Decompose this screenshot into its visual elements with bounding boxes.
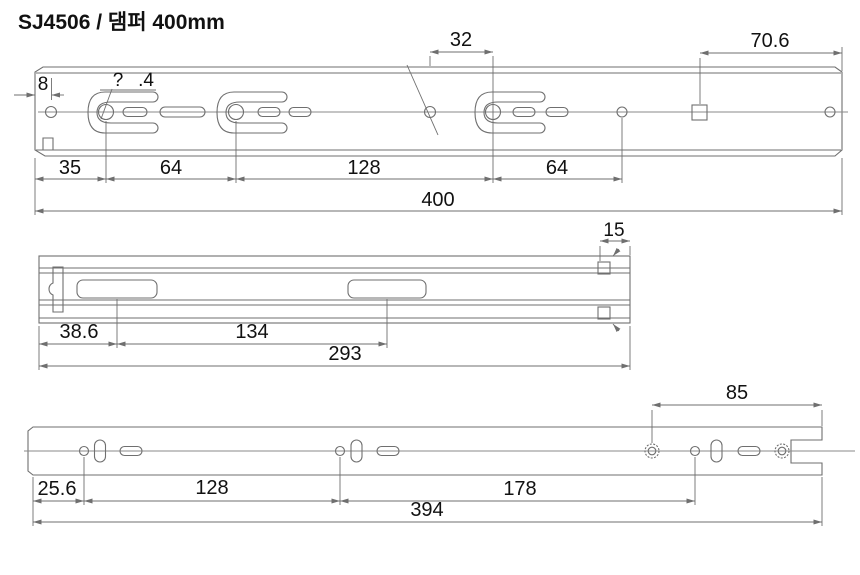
dim-label-178: 178 [503,478,536,500]
hole-small-left [44,105,58,119]
dim-label-32: 32 [450,29,472,51]
dim-label-25-6: 25.6 [38,478,77,500]
u-slot-1 [87,91,159,134]
slot-2 [347,279,427,299]
dim-label-134: 134 [235,321,268,343]
slot-1 [76,279,158,299]
inner-rail-dimensions: 85 25.6 128 178 394 [32,382,823,526]
rivet-1 [644,443,660,459]
dim-label-128b: 128 [195,477,228,499]
bend-mark-top [612,247,621,257]
hole-callout-d: .4 [138,70,154,91]
hole-3 [689,445,701,457]
rivet-2 [774,443,790,459]
dim-label-400: 400 [421,189,454,211]
drawing-title: SJ4506 / 댐퍼 400mm [18,11,225,34]
bend-mark-bottom [612,323,621,333]
dim-label-35: 35 [59,157,81,179]
hole-2 [334,445,346,457]
inner-rail-geometry [24,426,855,476]
leader-slash [406,64,439,136]
dim-label-128: 128 [347,157,380,179]
outer-rail-geometry [34,64,848,157]
square-hole [691,104,708,121]
mount-tab [42,137,54,150]
dim-label-85: 85 [726,382,748,404]
dim-label-293: 293 [328,343,361,365]
dim-label-64a: 64 [160,157,182,179]
square-hole-bottom [597,306,611,320]
middle-rail-geometry [38,247,631,333]
dim-label-8: 8 [38,74,49,95]
outer-rail-drawing: 8 ? .4 32 70.6 [14,29,848,215]
hole-1 [78,445,90,457]
hole-callout-q: ? [113,70,124,91]
hole-right-1 [616,106,628,118]
dim-label-70-6: 70.6 [751,30,790,52]
u-slot-2 [216,91,288,134]
dim-label-64b: 64 [546,157,568,179]
u-slot-3 [474,91,546,134]
square-hole-top [597,261,611,275]
middle-rail-drawing: 15 38.6 134 293 [38,220,631,370]
dim-label-38-6: 38.6 [60,321,99,343]
dim-label-394: 394 [410,499,443,521]
outer-rail-dimensions: 8 ? .4 32 70.6 [14,29,843,215]
release-latch [48,266,64,313]
inner-rail-drawing: 85 25.6 128 178 394 [24,382,855,526]
dim-label-15: 15 [603,220,624,241]
middle-rail-dimensions: 15 38.6 134 293 [38,220,631,370]
hole-right-end [824,106,836,118]
